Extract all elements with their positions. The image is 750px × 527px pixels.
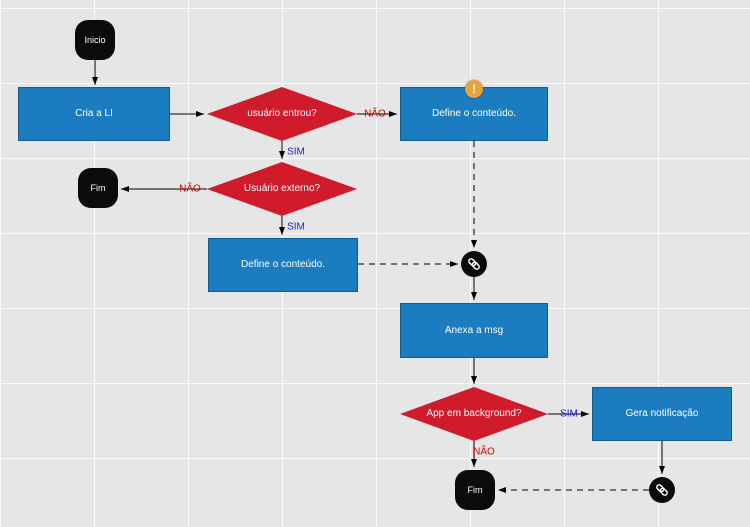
node-inicio-label: Inicio xyxy=(84,34,106,45)
node-app-em-background-label: App em background? xyxy=(426,408,522,419)
node-cria-a-li: Cria a LI xyxy=(18,87,170,141)
node-define-conteudo-1: Define o conteúdo. xyxy=(400,87,548,141)
edge-label-sim-2: SIM xyxy=(287,221,305,233)
node-usuario-entrou-label: usuário entrou? xyxy=(247,108,317,119)
node-define-conteudo-2: Define o conteúdo. xyxy=(208,238,358,292)
link-icon xyxy=(654,482,670,498)
node-cria-a-li-label: Cria a LI xyxy=(75,108,113,119)
node-anexa-a-msg: Anexa a msg xyxy=(400,303,548,358)
edge-label-sim-1: SIM xyxy=(287,146,305,158)
node-fim-2-label: Fim xyxy=(467,484,483,495)
edge-label-nao-2: NÃO xyxy=(179,183,201,195)
node-inicio: Inicio xyxy=(75,20,115,60)
node-gera-notificacao: Gera notificação xyxy=(592,387,732,441)
node-fim-1-label: Fim xyxy=(90,182,106,193)
node-gera-notificacao-label: Gera notificação xyxy=(625,408,699,419)
warning-icon-glyph: ! xyxy=(472,82,476,96)
node-fim-2: Fim xyxy=(455,470,495,510)
edge-label-nao-1: NÃO xyxy=(364,108,386,120)
node-link-2 xyxy=(649,477,675,503)
node-link-1 xyxy=(461,251,487,277)
edge-label-sim-3: SIM xyxy=(560,408,578,420)
edge-label-nao-3: NÃO xyxy=(473,446,495,458)
node-usuario-externo-label: Usuário externo? xyxy=(243,183,321,194)
link-icon xyxy=(466,256,482,272)
node-define-conteudo-2-label: Define o conteúdo. xyxy=(241,259,325,270)
node-anexa-a-msg-label: Anexa a msg xyxy=(444,324,504,336)
node-fim-1: Fim xyxy=(78,168,118,208)
node-define-conteudo-1-label: Define o conteúdo. xyxy=(432,108,516,119)
warning-icon: ! xyxy=(465,80,483,98)
